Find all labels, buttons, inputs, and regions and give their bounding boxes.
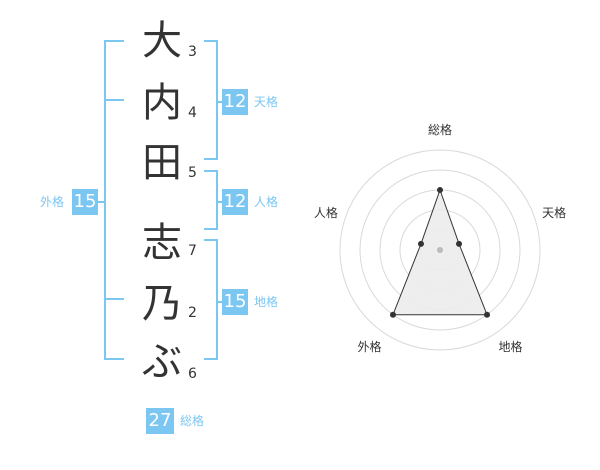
radar-point-2 [456,240,463,247]
gaikaku-label: 外格 [40,195,65,209]
char-1: 大 [142,18,182,64]
radar-grid-ring [339,149,541,351]
stroke-count-1: 3 [188,44,197,60]
tenkaku-badge: 12 [222,89,248,115]
char-5: 乃 [142,281,182,327]
char-2: 内 [142,80,182,126]
stroke-count-3: 5 [188,165,197,181]
tenkaku-connector [216,101,224,103]
gaikaku-bracket-tick [104,298,124,300]
radar-axis-label-5: 人格 [314,205,338,220]
tenkaku-bracket [204,40,218,160]
gaikaku-bracket-tick [104,99,124,101]
soukaku-badge: 27 [146,408,174,434]
chikaku-label: 地格 [254,295,279,309]
gaikaku-connector [96,201,106,203]
soukaku-label: 総格 [180,414,205,428]
radar-point-4 [389,311,396,318]
radar-axis-label-4: 外格 [357,339,381,354]
gaikaku-bracket [104,40,124,360]
stroke-count-2: 4 [188,105,197,121]
char-6: ぶ [142,339,182,385]
chikaku-bracket [204,239,218,360]
radar-point-3 [484,311,491,318]
radar-grid-ring [359,169,521,331]
radar-axis-label-3: 地格 [499,339,523,354]
tenkaku-label: 天格 [254,95,279,109]
radar-axis-label-1: 総格 [428,122,452,137]
radar-center-point [437,247,443,253]
jinkaku-bracket [204,170,218,230]
jinkaku-badge: 12 [222,189,248,215]
char-4: 志 [142,220,182,266]
char-3: 田 [142,140,182,186]
radar-point-1 [437,187,443,193]
chikaku-badge: 15 [222,289,248,315]
jinkaku-label: 人格 [254,195,279,209]
stroke-count-5: 2 [188,305,197,321]
radar-axis-label-2: 天格 [542,205,566,220]
jinkaku-connector [216,201,224,203]
radar-point-5 [417,240,424,247]
gaikaku-badge: 15 [72,189,98,215]
stroke-count-4: 7 [188,243,197,259]
chikaku-connector [216,301,224,303]
stroke-count-6: 6 [188,366,197,382]
